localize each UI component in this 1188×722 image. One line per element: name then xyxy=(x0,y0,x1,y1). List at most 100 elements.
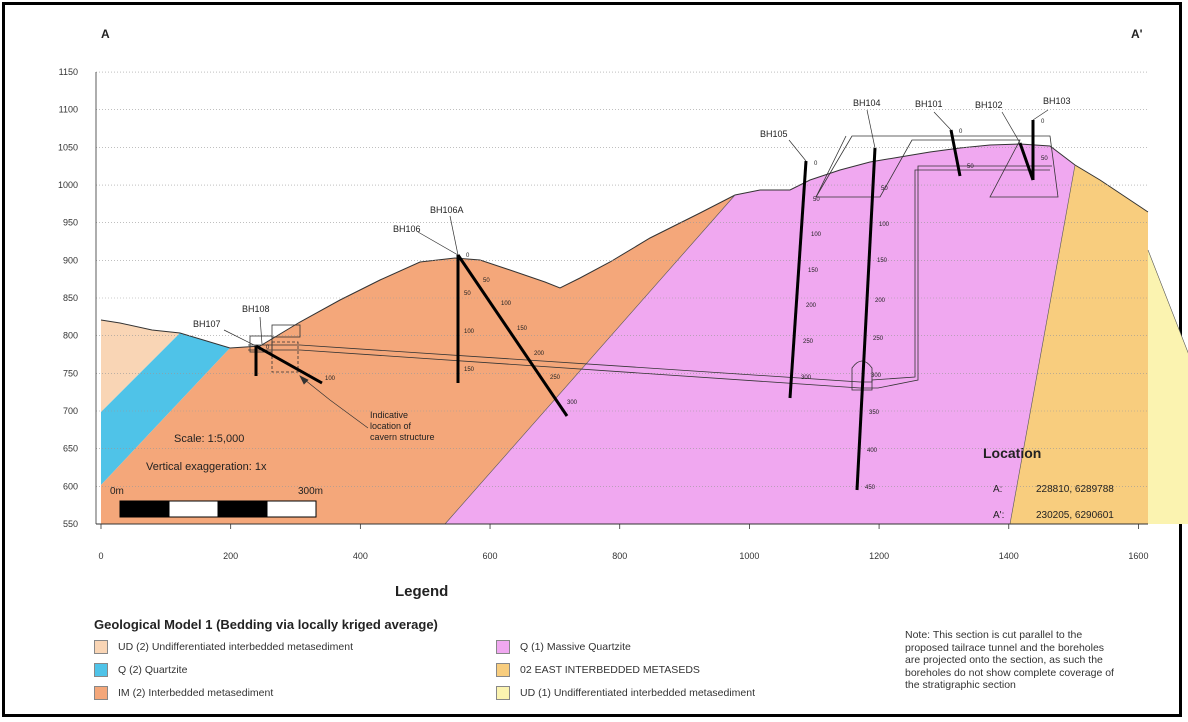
borehole-bh106a xyxy=(456,254,569,417)
depth-bh104-300: 300 xyxy=(871,373,882,379)
distance-tick-label: 800 xyxy=(612,551,627,561)
elevation-tick-label: 950 xyxy=(63,218,78,228)
boreholes xyxy=(254,120,1035,491)
depth-bh104-100: 100 xyxy=(879,222,890,228)
distance-tick-label: 600 xyxy=(483,551,498,561)
legend-swatch xyxy=(496,663,510,677)
cavern-line-1: Indicative xyxy=(370,410,408,420)
scale-text: Scale: 1:5,000 xyxy=(174,433,244,445)
depth-bh106a-200: 200 xyxy=(534,351,545,357)
legend-item-q1: Q (1) Massive Quartzite xyxy=(496,640,631,654)
unit-im2 xyxy=(101,195,735,524)
cavern-annotation: Indicative location of cavern structure xyxy=(370,410,435,442)
depth-bh108-100: 100 xyxy=(325,376,336,382)
depth-bh104-200: 200 xyxy=(875,298,886,304)
axes xyxy=(95,72,1148,525)
depth-bh104-400: 400 xyxy=(867,448,878,454)
location-b-value: 230205, 6290601 xyxy=(1036,510,1114,521)
borehole-bh102 xyxy=(1018,142,1035,181)
elevation-tick-label: 650 xyxy=(63,444,78,454)
depth-bh103-50: 50 xyxy=(1041,156,1048,162)
distance-tick-label: 400 xyxy=(353,551,368,561)
elevation-tick-label: 1150 xyxy=(59,67,78,77)
legend-label: 02 EAST INTERBEDDED METASEDS xyxy=(520,664,700,676)
distance-tick-label: 0 xyxy=(98,551,103,561)
distance-tick-label: 1000 xyxy=(739,551,759,561)
section-note: Note: This section is cut parallel to th… xyxy=(905,629,1114,691)
legend-label: UD (1) Undifferentiated interbedded meta… xyxy=(520,687,756,699)
elevation-tick-label: 800 xyxy=(63,331,78,341)
elevation-tick-label: 1050 xyxy=(58,142,78,152)
depth-bh106a-300: 300 xyxy=(567,400,578,406)
depth-bh106-0: 0 xyxy=(466,253,470,259)
label-bh102: BH102 xyxy=(975,100,1003,110)
legend-swatch xyxy=(94,686,108,700)
legend-item-ud1: UD (1) Undifferentiated interbedded meta… xyxy=(496,686,755,700)
elevation-tick-label: 600 xyxy=(63,481,78,491)
legend-label: Q (2) Quartzite xyxy=(118,664,188,676)
depth-bh105-300: 300 xyxy=(801,375,812,381)
depth-bh106a-250: 250 xyxy=(550,375,561,381)
distance-tick-label: 200 xyxy=(223,551,238,561)
label-bh103: BH103 xyxy=(1043,96,1071,106)
scale-bar-end-label: 300m xyxy=(298,486,323,497)
borehole-bh108 xyxy=(255,344,323,385)
label-bh108: BH108 xyxy=(242,304,270,314)
depth-bh104-450: 450 xyxy=(865,485,876,491)
location-a-label: A: xyxy=(993,484,1002,495)
elevation-tick-label: 750 xyxy=(63,368,78,378)
depth-labels: 0 100 0 50 100 150 50 100 150 200 250 30… xyxy=(266,119,1048,491)
legend-item-02-east: 02 EAST INTERBEDDED METASEDS xyxy=(496,663,700,677)
label-bh106: BH106 xyxy=(393,224,421,234)
legend-title: Legend xyxy=(395,583,449,600)
elevation-tick-label: 900 xyxy=(63,255,78,265)
legend-swatch xyxy=(94,663,108,677)
unit-02-east xyxy=(1010,165,1188,524)
depth-bh106a-100: 100 xyxy=(501,301,512,307)
legend-label: UD (2) Undifferentiated interbedded meta… xyxy=(118,641,354,653)
elevation-tick-label: 550 xyxy=(63,519,78,529)
legend-item-im2: IM (2) Interbedded metasediment xyxy=(94,686,273,700)
elevation-tick-label: 1100 xyxy=(59,105,78,115)
legend-swatch xyxy=(496,686,510,700)
label-bh101: BH101 xyxy=(915,99,943,109)
elevation-tick-label: 700 xyxy=(63,406,78,416)
depth-bh104-150: 150 xyxy=(877,258,888,264)
depth-bh105-150: 150 xyxy=(808,268,819,274)
elevation-tick-label: 850 xyxy=(63,293,78,303)
scale-bar xyxy=(119,500,317,518)
depth-bh106-100: 100 xyxy=(464,329,475,335)
elevation-tick-labels: 5506006507007508008509009501000105011001… xyxy=(58,67,78,529)
distance-tick-label: 1400 xyxy=(999,551,1019,561)
depth-bh103-0: 0 xyxy=(1041,119,1045,125)
depth-bh104-250: 250 xyxy=(873,336,884,342)
depth-bh106a-150: 150 xyxy=(517,326,528,332)
borehole-bh101 xyxy=(949,129,962,177)
borehole-labels: BH107 BH108 BH106 BH106A BH105 BH104 BH1… xyxy=(193,96,1071,329)
legend-swatch xyxy=(496,640,510,654)
depth-bh104-350: 350 xyxy=(869,410,880,416)
scale-bar-start-label: 0m xyxy=(110,486,124,497)
section-end-label: A' xyxy=(1131,27,1143,41)
geology-units xyxy=(100,143,1188,525)
legend-item-q2: Q (2) Quartzite xyxy=(94,663,187,677)
distance-tick-label: 1200 xyxy=(869,551,889,561)
label-bh106a: BH106A xyxy=(430,205,464,215)
cavern-line-2: location of xyxy=(370,421,412,431)
section-start-label: A xyxy=(101,27,110,41)
legend-model-title: Geological Model 1 (Bedding via locally … xyxy=(94,617,438,632)
location-a-value: 228810, 6289788 xyxy=(1036,484,1114,495)
unit-q2 xyxy=(101,333,230,485)
label-bh107: BH107 xyxy=(193,319,221,329)
ground-surface xyxy=(100,143,1149,349)
depth-bh104-50: 50 xyxy=(881,186,888,192)
borehole-bh105 xyxy=(788,160,808,399)
depth-bh101-0: 0 xyxy=(959,129,963,135)
depth-bh108-0: 0 xyxy=(266,345,270,351)
depth-bh105-0: 0 xyxy=(814,161,818,167)
depth-bh106a-50: 50 xyxy=(483,278,490,284)
depth-bh105-50: 50 xyxy=(813,197,820,203)
depth-bh106-50: 50 xyxy=(464,291,471,297)
